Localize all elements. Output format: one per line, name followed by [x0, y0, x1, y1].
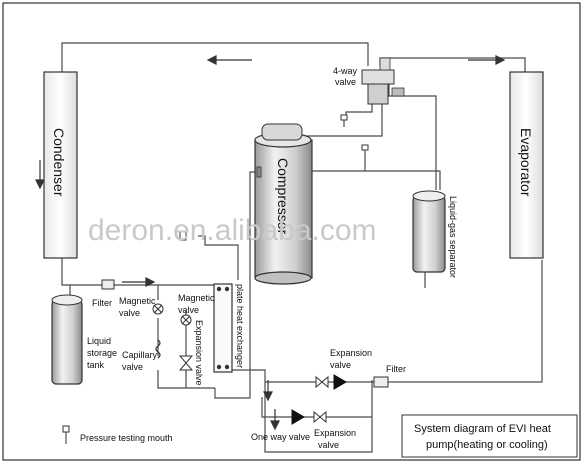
pressure-testing-mouth-icons [62, 114, 369, 444]
capillary-valve: Capillary valve [122, 339, 161, 372]
filter-right: Filter [373, 364, 406, 388]
liquid-storage-tank: Liquid storage tank [51, 294, 117, 385]
capillary-valve-label-1: Capillary [122, 350, 158, 360]
four-way-valve-label-2: valve [335, 77, 356, 87]
watermark: deron.en.alibaba.com [88, 214, 377, 247]
magnetic-valve-2-label-2: valve [178, 305, 199, 315]
filter-left: Filter [92, 279, 115, 308]
flow-arrows [35, 55, 537, 431]
liquid-storage-tank-label-1: Liquid [87, 336, 111, 346]
pressure-testing-mouth-label: Pressure testing mouth [80, 433, 173, 443]
evaporator-label: Evaporator [518, 128, 534, 197]
liquid-storage-tank-label-3: tank [87, 360, 105, 370]
one-way-valve: One way valve [251, 409, 310, 442]
one-way-valve-label: One way valve [251, 432, 310, 442]
liquid-storage-tank-label-2: storage [87, 348, 117, 358]
expansion-valve-top-label-2: valve [330, 360, 351, 370]
magnetic-valve-1-label-2: valve [119, 308, 140, 318]
liquid-gas-separator-label: Liquid-gas separator [448, 196, 458, 278]
capillary-valve-label-2: valve [122, 362, 143, 372]
magnetic-valve-2: Magnetic valve [178, 293, 215, 326]
expansion-valve-vertical: Expansion valve [178, 320, 204, 386]
evaporator-coil: Evaporator [509, 71, 544, 259]
magnetic-valve-1: Magnetic valve [119, 296, 164, 318]
compressor-label: Compressor [275, 158, 291, 235]
expansion-valve-bottom: Expansion valve [313, 410, 356, 450]
filter-left-label: Filter [92, 298, 112, 308]
condenser-label: Condenser [51, 128, 67, 197]
expansion-valve-vertical-label: Expansion valve [194, 320, 204, 386]
compressor: Compressor [254, 123, 313, 285]
liquid-gas-separator: Liquid-gas separator [412, 190, 458, 278]
expansion-valve-bottom-label-1: Expansion [314, 428, 356, 438]
caption-box: System diagram of EVI heat pump(heating … [401, 414, 578, 458]
four-way-valve-label-1: 4-way [333, 66, 358, 76]
magnetic-valve-1-label-1: Magnetic [119, 296, 156, 306]
condenser-coil: Condenser [43, 71, 78, 259]
pipework [61, 42, 543, 453]
plate-heat-exchanger: plate heat exchanger [213, 283, 245, 373]
plate-heat-exchanger-label: plate heat exchanger [235, 284, 245, 368]
expansion-valve-bottom-label-2: valve [318, 440, 339, 450]
filter-right-label: Filter [386, 364, 406, 374]
expansion-valve-top: Expansion valve [315, 348, 372, 390]
caption-line-2: pump(heating or cooling) [426, 439, 548, 451]
magnetic-valve-2-label-1: Magnetic [178, 293, 215, 303]
expansion-valve-top-label-1: Expansion [330, 348, 372, 358]
caption-line-1: System diagram of EVI heat [414, 423, 551, 435]
four-way-valve: 4-way valve [333, 57, 405, 105]
